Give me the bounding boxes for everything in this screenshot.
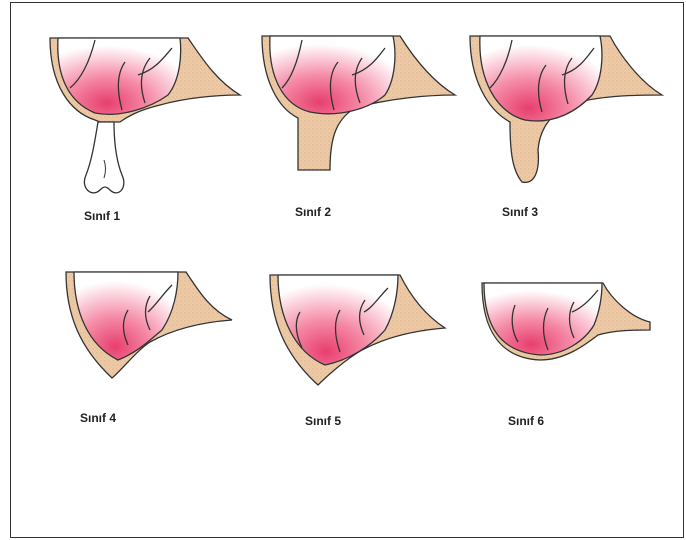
label-sinif-2: Sınıf 2: [295, 205, 331, 219]
label-sinif-1: Sınıf 1: [84, 209, 120, 223]
panel-sinif-4: [66, 272, 232, 378]
tooth-icon: [84, 122, 123, 193]
label-sinif-6: Sınıf 6: [508, 414, 544, 428]
panel-sinif-5: [270, 275, 445, 385]
panel-sinif-3: [470, 36, 662, 182]
panel-sinif-2: [262, 36, 455, 170]
panel-sinif-6: [482, 283, 650, 360]
panel-sinif-1: [50, 38, 240, 193]
label-sinif-5: Sınıf 5: [305, 414, 341, 428]
label-sinif-4: Sınıf 4: [80, 411, 116, 425]
label-sinif-3: Sınıf 3: [502, 205, 538, 219]
